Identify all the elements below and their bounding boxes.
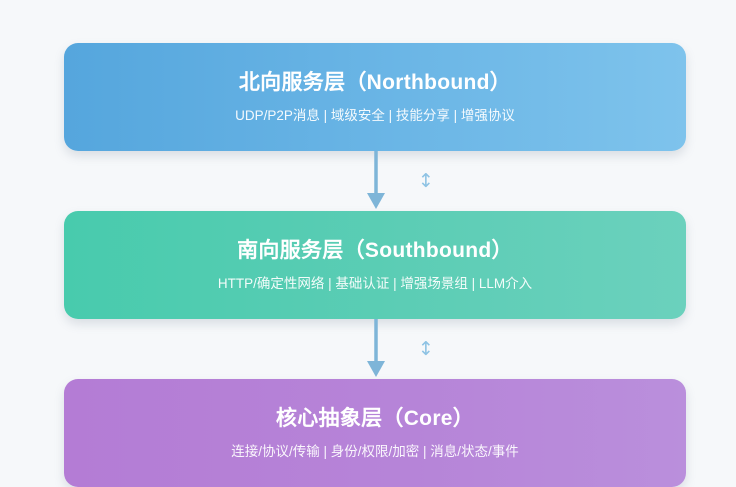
bidirectional-arrow-icon: ↕ <box>418 338 434 360</box>
layer-card-northbound[interactable]: 北向服务层（Northbound） UDP/P2P消息 | 域级安全 | 技能分… <box>64 43 686 151</box>
layer-title-northbound: 北向服务层（Northbound） <box>238 70 512 94</box>
layer-subtitle-southbound: HTTP/确定性网络 | 基础认证 | 增强场景组 | LLM介入 <box>217 276 533 291</box>
bidirectional-arrow-icon: ↕ <box>418 170 434 192</box>
layer-card-southbound[interactable]: 南向服务层（Southbound） HTTP/确定性网络 | 基础认证 | 增强… <box>64 211 686 319</box>
connector-southbound-to-core: ↕ <box>0 319 736 379</box>
layer-title-southbound: 南向服务层（Southbound） <box>237 238 513 262</box>
down-arrow-icon <box>367 151 385 209</box>
layer-subtitle-core: 连接/协议/传输 | 身份/权限/加密 | 消息/状态/事件 <box>231 444 519 459</box>
down-arrow-icon <box>367 319 385 377</box>
layer-subtitle-northbound: UDP/P2P消息 | 域级安全 | 技能分享 | 增强协议 <box>235 108 515 123</box>
connector-northbound-to-southbound: ↕ <box>0 151 736 211</box>
layer-title-core: 核心抽象层（Core） <box>275 406 475 430</box>
layer-card-core[interactable]: 核心抽象层（Core） 连接/协议/传输 | 身份/权限/加密 | 消息/状态/… <box>64 379 686 487</box>
